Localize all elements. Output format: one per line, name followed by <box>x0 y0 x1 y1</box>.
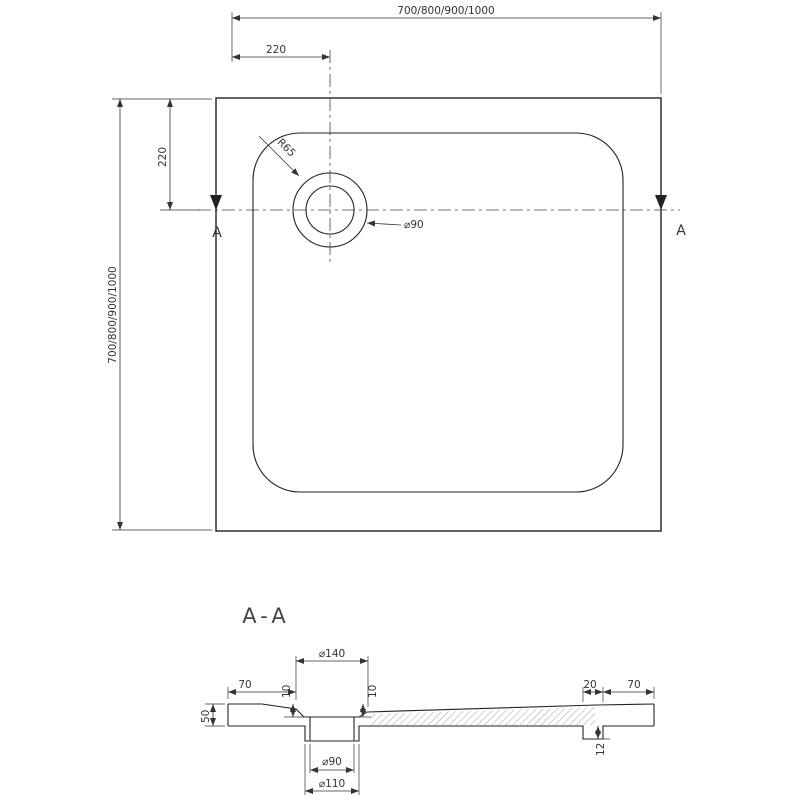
section-title: A-A <box>242 604 289 628</box>
plan-view: A A 700/800/900/1000 220 700/800/900/100… <box>107 5 686 532</box>
section-arrow-left <box>210 195 222 210</box>
dim-top-width-label: 700/800/900/1000 <box>397 5 494 17</box>
lip-right-label: 10 <box>367 685 379 698</box>
rim-right-label: 70 <box>627 679 640 691</box>
drain-diameter-label: ⌀90 <box>404 219 424 231</box>
step-depth-label: 12 <box>595 743 607 756</box>
drain-flange-label: ⌀110 <box>319 778 345 790</box>
dim-left-height-label: 700/800/900/1000 <box>107 266 119 363</box>
section-arrow-right <box>655 195 667 210</box>
drain-hole-label: ⌀90 <box>322 756 342 768</box>
step-width-label: 20 <box>583 679 596 691</box>
section-top-surface <box>228 703 655 718</box>
tray-inner-basin <box>252 132 624 493</box>
rim-left-label: 70 <box>238 679 251 691</box>
tray-outer-edge <box>215 97 662 532</box>
section-bottom-surface <box>228 725 654 742</box>
section-marker-right-label: A <box>676 223 686 239</box>
lip-left-label: 10 <box>281 685 293 698</box>
corner-radius-leader <box>258 135 300 177</box>
section-hatch <box>370 707 595 725</box>
drain-diameter-leader <box>366 220 402 227</box>
dim-drain-offset-vertical-label: 220 <box>157 147 169 167</box>
recess-diameter-label: ⌀140 <box>319 648 345 660</box>
corner-radius-label: R65 <box>275 136 298 159</box>
edge-height-label: 50 <box>200 710 212 723</box>
section-view: A-A ⌀140 70 10 10 20 70 <box>200 604 655 795</box>
section-marker-left-label: A <box>212 225 222 241</box>
dim-drain-offset-horizontal-label: 220 <box>266 44 286 56</box>
